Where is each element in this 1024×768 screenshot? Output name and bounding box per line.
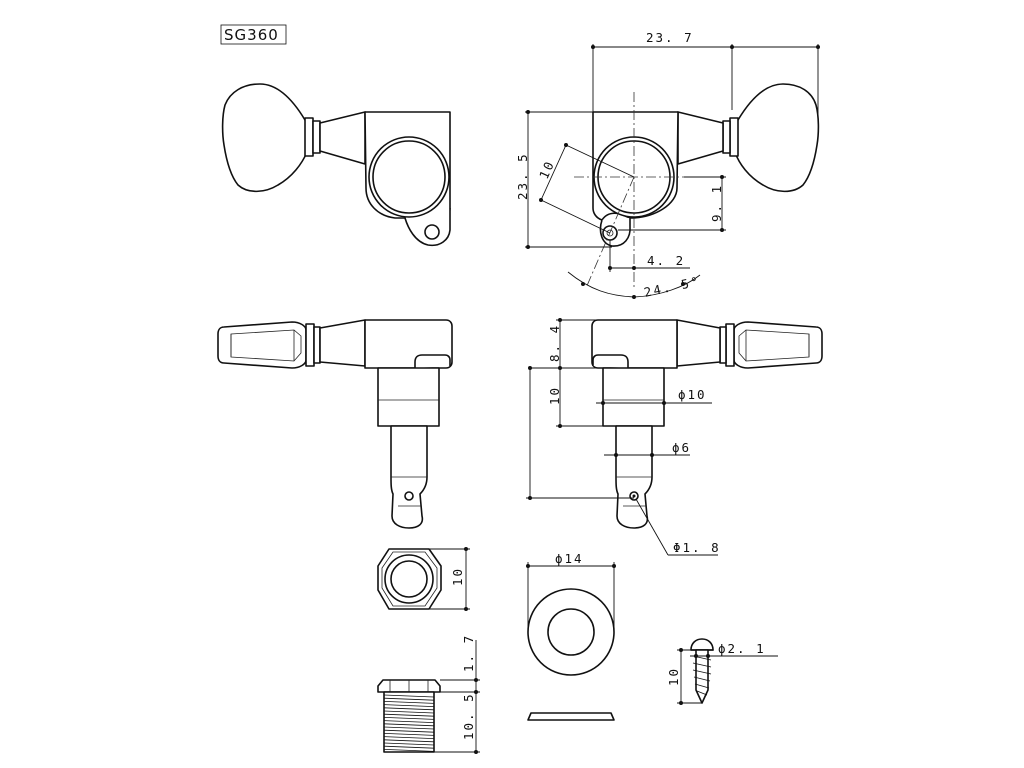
thread-line [383,729,435,733]
thread-line [383,749,435,752]
dim-bushing-1-7: 1. 7 [461,634,476,672]
dim-bushing-10-5: 10. 5 [461,692,476,740]
thread-line [383,745,435,749]
thread-line [383,726,435,730]
thread-line [383,694,435,698]
dim-angle: 24. 5° [643,273,702,300]
threaded-bushing: 1. 7 10. 5 [377,634,480,754]
thread-line [383,739,435,743]
thread-line [383,720,435,723]
dim-nut-10: 10 [450,567,465,586]
tuner-side-view-right [591,319,823,529]
dim-shaft-phi10: ϕ10 [678,387,707,402]
dim-post-phi6: ϕ6 [672,440,691,455]
tuner-front-view-left [221,83,451,247]
wood-screw: ϕ2. 1 10 [666,638,778,705]
dim-side-8-4: 8. 4 [547,324,562,362]
thread-line [383,717,435,720]
dim-offset-9-1: 9. 1 [709,184,724,222]
dim-screw-10: 10 [666,667,681,686]
bushing-threads [383,694,435,752]
model-title: SG360 [224,26,279,44]
dim-hole-phi1-8: Φ1. 8 [673,540,721,555]
tuner-side-view-left [217,319,453,529]
dim-body-height: 23. 5 [515,152,530,200]
hex-nut: 10 [377,547,470,611]
model-title-box: SG360 [220,24,287,45]
thread-line [383,723,435,727]
dim-washer-phi14: ϕ14 [555,551,584,566]
dim-side-10: 10 [547,386,562,405]
dim-diagonal-10: 10 [536,158,557,182]
dim-overall-width: 23. 7 [646,30,694,45]
thread-line [383,733,435,736]
tuner-front-view-right [567,83,820,298]
washer: ϕ14 [526,551,616,721]
dimension-lines-middle: 8. 4 10 ϕ10 ϕ6 Φ1. 8 [526,318,721,556]
thread-line [383,701,435,704]
thread-line [383,697,435,701]
thread-line [383,713,435,717]
thread-line [383,704,435,707]
dim-offset-4-2: 4. 2 [647,253,685,268]
dim-screw-phi2-1: ϕ2. 1 [718,641,766,656]
thread-line [383,736,435,739]
thread-line [383,707,435,711]
thread-line [383,710,435,714]
thread-line [383,742,435,746]
